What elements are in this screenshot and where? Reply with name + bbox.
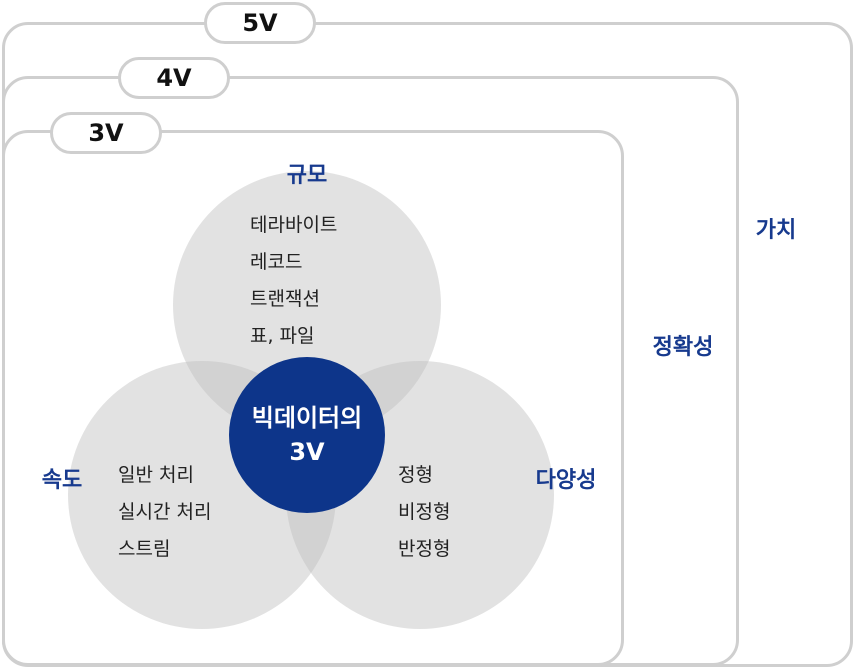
list-item: 스트림	[118, 538, 171, 560]
velocity-label: 속도	[41, 468, 83, 493]
volume-list: 테라바이트 레코드 트랜잭션 표, 파일	[250, 207, 337, 355]
tier-3v-label: 3V	[50, 112, 162, 154]
variety-label: 다양성	[535, 468, 597, 493]
list-item: 일반 처리	[118, 464, 194, 486]
tier-5v-label: 5V	[204, 2, 316, 44]
list-item: 정형	[398, 464, 433, 486]
list-item: 비정형	[398, 501, 451, 523]
value-label: 가치	[755, 218, 797, 243]
velocity-list: 일반 처리 실시간 처리 스트림	[118, 457, 211, 568]
list-item: 테라바이트	[250, 214, 338, 236]
core-circle: 빅데이터의 3V	[229, 357, 385, 513]
list-item: 레코드	[250, 251, 303, 273]
list-item: 반정형	[398, 538, 451, 560]
volume-label: 규모	[286, 163, 328, 188]
list-item: 표, 파일	[250, 325, 315, 347]
core-title: 빅데이터의	[251, 404, 363, 432]
list-item: 트랜잭션	[250, 288, 320, 310]
list-item: 실시간 처리	[118, 501, 212, 523]
veracity-label: 정확성	[652, 335, 714, 360]
tier-4v-label: 4V	[118, 57, 230, 99]
core-subtitle: 3V	[289, 438, 325, 466]
variety-list: 정형 비정형 반정형	[398, 457, 450, 568]
